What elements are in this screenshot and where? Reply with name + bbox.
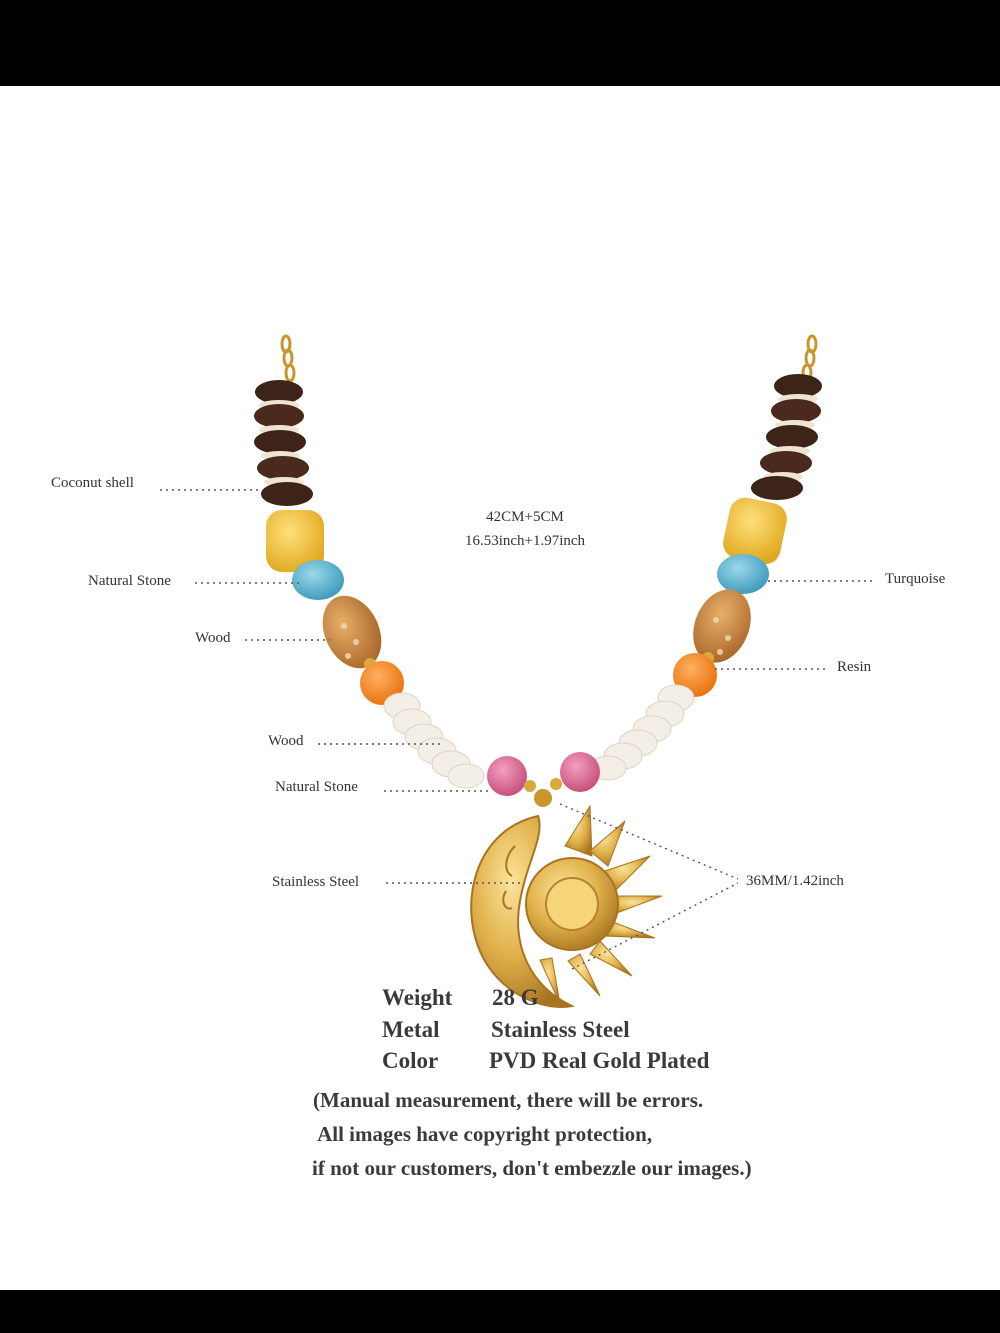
pink-stone-right (560, 752, 600, 792)
note-line-2: All images have copyright protection, (313, 1122, 653, 1146)
necklace-illustration (160, 334, 875, 1008)
coconut-beads-left (254, 380, 313, 506)
spec-weight-name: Weight (382, 985, 453, 1010)
wood-bead-left (322, 595, 382, 669)
bottom-black-bar (0, 1290, 1000, 1333)
shell-beads-left (383, 692, 485, 789)
spec-weight-value: 28 G (492, 985, 539, 1010)
pink-stone-left (487, 756, 527, 796)
resin-bead-left (360, 661, 404, 705)
yellow-stone-left (266, 510, 324, 572)
spec-metal-name: Metal (382, 1017, 440, 1042)
leader-lines (160, 489, 875, 970)
wood-bead-right (693, 589, 751, 663)
spec-color-name: Color (382, 1048, 439, 1073)
spec-metal-value: Stainless Steel (491, 1017, 630, 1042)
length-cm: 42CM+5CM (486, 509, 564, 525)
spec-color-value: PVD Real Gold Plated (489, 1048, 710, 1073)
label-resin: Resin (837, 659, 872, 675)
label-wood-upper: Wood (195, 630, 231, 646)
chain-right (801, 334, 818, 383)
turquoise-right (717, 554, 769, 594)
label-wood-lower: Wood (268, 733, 304, 749)
top-black-bar (0, 0, 1000, 86)
chain-left (280, 334, 296, 383)
product-image: Coconut shell Natural Stone Wood Wood Na… (0, 86, 1000, 1290)
yellow-stone-right (723, 497, 787, 565)
label-coconut-shell: Coconut shell (51, 475, 134, 491)
turquoise-left (292, 560, 344, 600)
length-inch: 16.53inch+1.97inch (464, 533, 586, 549)
label-natural-stone-upper: Natural Stone (88, 573, 171, 589)
label-natural-stone-lower: Natural Stone (275, 779, 358, 795)
note-line-1: (Manual measurement, there will be error… (313, 1088, 704, 1112)
label-stainless-steel: Stainless Steel (272, 874, 360, 890)
note-line-3: if not our customers, don't embezzle our… (312, 1156, 752, 1180)
sun-moon-pendant (470, 804, 663, 1008)
label-turquoise: Turquoise (885, 571, 946, 587)
shell-beads-right (589, 684, 695, 781)
coconut-beads-right (751, 374, 822, 500)
label-pendant-size: 36MM/1.42inch (746, 873, 844, 889)
